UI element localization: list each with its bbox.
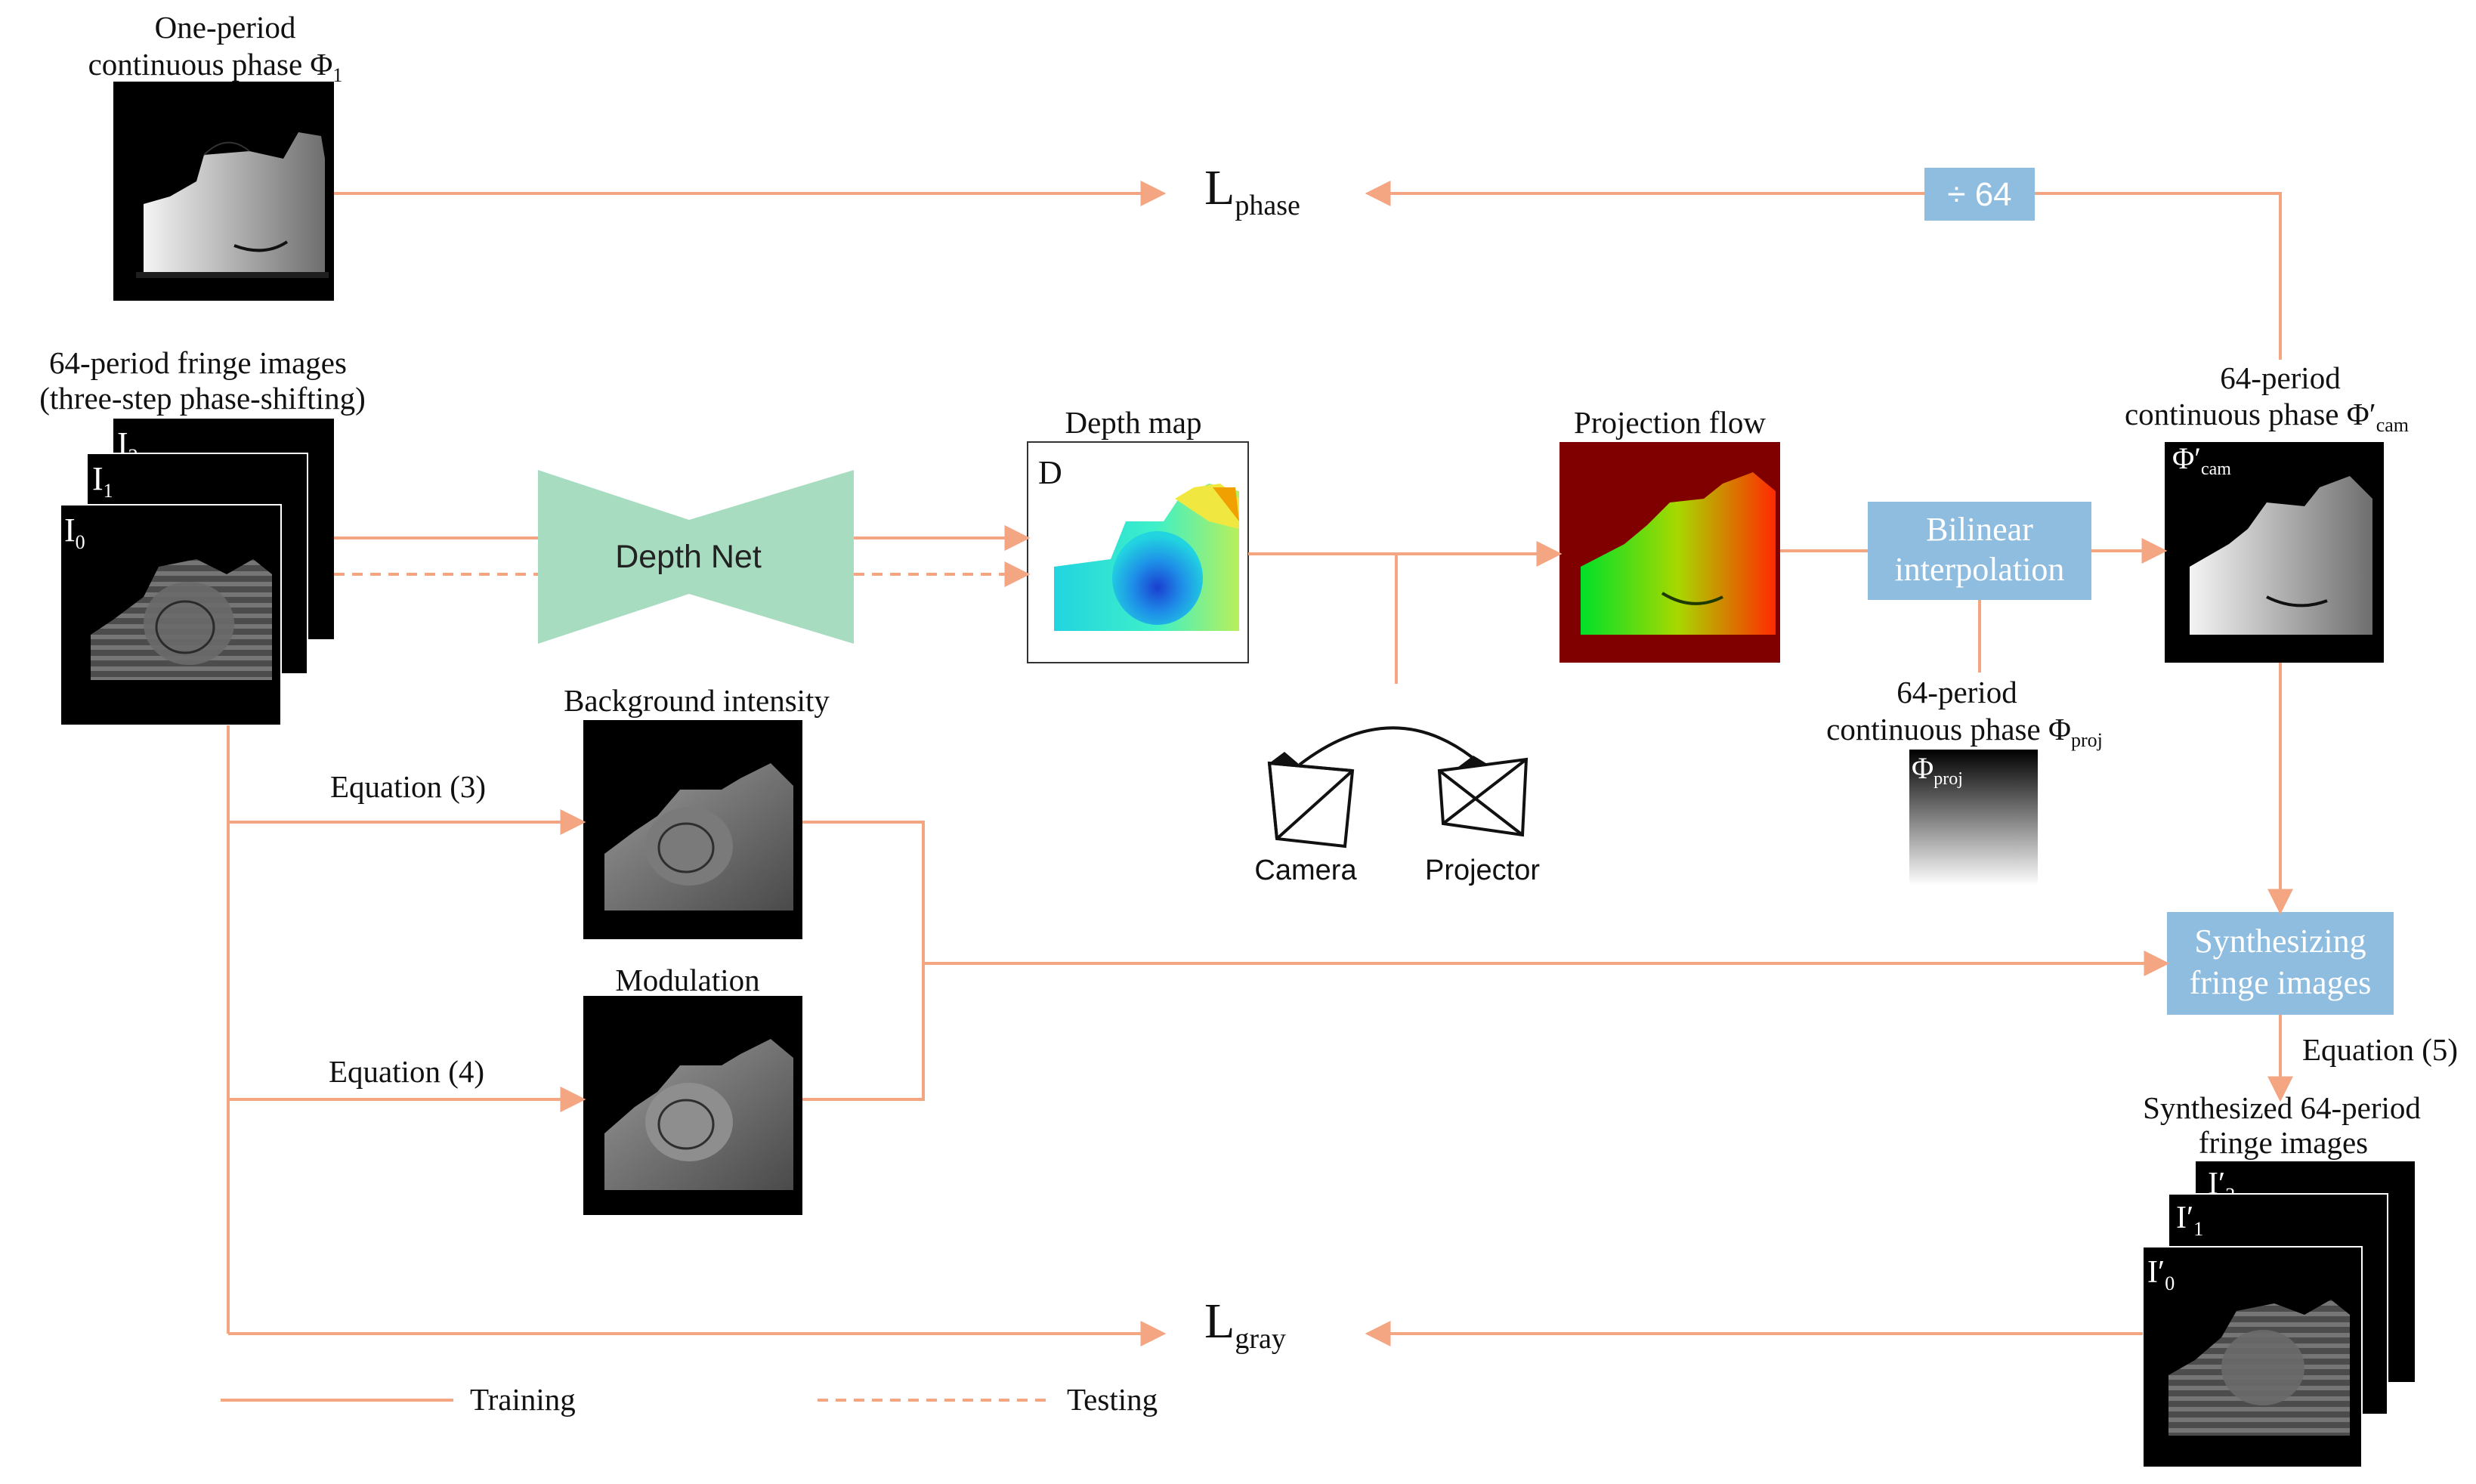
one-period-title-line2: continuous phase Φ1 xyxy=(88,47,343,86)
equation-4-label: Equation (4) xyxy=(329,1054,484,1089)
depth-map-node: Depth map D xyxy=(1027,405,1249,663)
bilinear-box xyxy=(1868,502,2091,600)
synthesizing-label-line1: Synthesizing xyxy=(2194,923,2366,960)
legend-training-label: Training xyxy=(470,1382,576,1417)
edge-camphase-to-divide xyxy=(2035,192,2282,360)
fringe-input-node: 64-period fringe images (three-step phas… xyxy=(39,345,366,726)
projection-flow-node: Projection flow xyxy=(1559,405,1780,663)
loss-phase-label: Lphase xyxy=(1204,160,1300,221)
camera-phase-node: 64-period continuous phase Φ′cam Φ′cam xyxy=(2125,360,2409,663)
projector-phase-tag: Φproj xyxy=(1912,751,1963,789)
background-intensity-node: Background intensity xyxy=(564,683,830,939)
one-period-phase-image xyxy=(113,82,334,301)
fringe-frame-0: I0 xyxy=(60,504,282,726)
loss-gray-label: Lgray xyxy=(1204,1294,1286,1355)
camera-projector-geometry: Camera Projector xyxy=(1254,726,1540,886)
bilinear-label-line1: Bilinear xyxy=(1926,511,2033,548)
one-period-title-line1: One-period xyxy=(155,10,296,45)
projector-label: Projector xyxy=(1425,855,1540,886)
projector-phase-title-line1: 64-period xyxy=(1896,675,2017,710)
edges xyxy=(227,181,2293,1346)
depth-map-tag: D xyxy=(1038,454,1062,491)
svg-text:I1: I1 xyxy=(92,460,113,502)
synthesizing-label-line2: fringe images xyxy=(2190,964,2372,1001)
legend-testing-label: Testing xyxy=(1067,1382,1158,1417)
equation-3-label: Equation (3) xyxy=(330,769,486,804)
one-period-phase-node: One-period continuous phase Φ1 xyxy=(88,10,343,301)
projector-icon xyxy=(1437,756,1529,837)
camera-label: Camera xyxy=(1254,855,1357,886)
depth-map-title: Depth map xyxy=(1065,405,1201,440)
svg-text:I′0: I′0 xyxy=(2147,1255,2175,1294)
bilinear-label-line2: interpolation xyxy=(1895,551,2065,588)
modulation-image xyxy=(583,996,802,1215)
fringe-title-line1: 64-period fringe images xyxy=(49,345,347,380)
bilinear-interpolation-node: Bilinear interpolation xyxy=(1868,502,2091,600)
background-title: Background intensity xyxy=(564,683,830,718)
camera-icon xyxy=(1267,752,1355,849)
background-intensity-image xyxy=(583,720,802,939)
divide-by-64-node: ÷ 64 xyxy=(1924,168,2035,221)
baseline-arc xyxy=(1298,726,1473,766)
synth-frame-0: I′0 xyxy=(2142,1246,2363,1468)
camera-phase-tag: Φ′cam xyxy=(2172,441,2231,479)
fringe-title-line2: (three-step phase-shifting) xyxy=(39,381,365,416)
equation-5-label: Equation (5) xyxy=(2302,1032,2458,1067)
divide-box xyxy=(1924,168,2035,221)
svg-text:I0: I0 xyxy=(64,512,85,553)
depth-net-node: Depth Net xyxy=(538,470,854,644)
svg-text:I′1: I′1 xyxy=(2176,1201,2203,1240)
synthesizing-box xyxy=(2167,912,2394,1015)
projection-flow-title: Projection flow xyxy=(1574,405,1766,440)
modulation-title: Modulation xyxy=(615,963,759,997)
projector-phase-image: Φproj xyxy=(1909,750,2038,886)
depth-net-label: Depth Net xyxy=(615,539,762,575)
modulation-node: Modulation xyxy=(583,963,802,1215)
depth-net-bowtie-shape xyxy=(538,470,854,644)
projector-phase-title-line2: continuous phase Φproj xyxy=(1826,712,2103,751)
projector-phase-node: 64-period continuous phase Φproj Φproj xyxy=(1826,675,2103,886)
camera-phase-title-line2: continuous phase Φ′cam xyxy=(2125,397,2409,436)
camera-phase-title-line1: 64-period xyxy=(2220,360,2340,395)
synthesizing-node: Synthesizing fringe images xyxy=(2167,912,2394,1015)
synthesized-title-line2: fringe images xyxy=(2199,1125,2368,1160)
camera-phase-image: Φ′cam xyxy=(2165,441,2384,663)
projection-flow-image xyxy=(1559,442,1780,663)
synthesized-output-node: Synthesized 64-period fringe images I′2 … xyxy=(2142,1090,2421,1468)
legend: Training Testing xyxy=(221,1382,1158,1417)
edge-bg-mod-merge xyxy=(802,821,925,1101)
divide-label: ÷ 64 xyxy=(1947,176,2011,213)
